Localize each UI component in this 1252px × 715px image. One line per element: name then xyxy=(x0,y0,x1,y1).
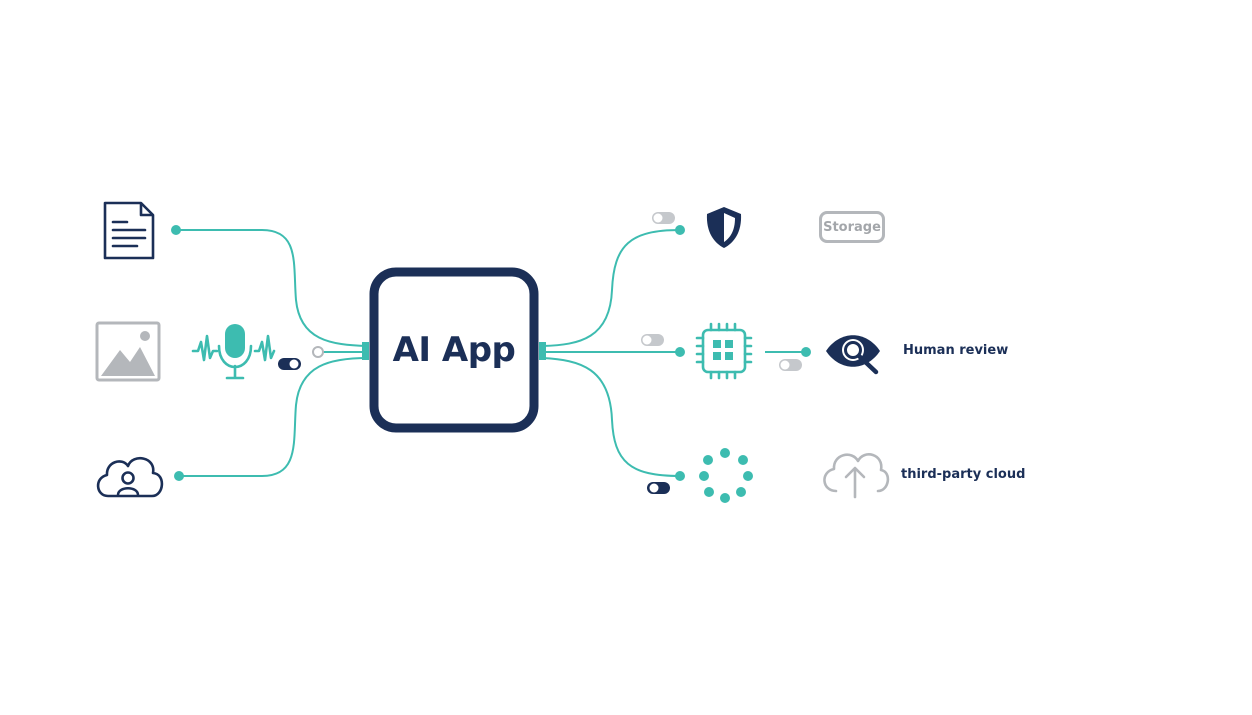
cloud-upload-icon xyxy=(823,453,890,499)
connector-user-cloud xyxy=(179,357,369,477)
endpoint-dot xyxy=(675,471,685,481)
connector-shield xyxy=(542,229,681,347)
endpoint-dot xyxy=(675,225,685,235)
endpoint-dot xyxy=(174,471,184,481)
microphone-icon xyxy=(191,324,276,380)
toggle-shield[interactable] xyxy=(652,212,675,224)
endpoint-dot-open xyxy=(312,346,324,358)
dots-circle-icon xyxy=(699,448,753,503)
connector-port-right xyxy=(539,342,546,360)
third-party-cloud-label: third-party cloud xyxy=(901,467,1026,482)
storage-badge: Storage xyxy=(819,211,885,243)
toggle-chip[interactable] xyxy=(641,334,664,346)
endpoint-dot xyxy=(801,347,811,357)
connector-document xyxy=(176,229,369,347)
connector-dots xyxy=(542,357,681,477)
toggle-eye[interactable] xyxy=(779,359,802,371)
image-icon xyxy=(95,321,161,382)
connector-lines xyxy=(176,229,806,477)
ai-app-box xyxy=(369,267,539,433)
toggle-dots[interactable] xyxy=(647,482,670,494)
chip-icon xyxy=(695,322,753,380)
human-review-label: Human review xyxy=(903,343,1009,358)
user-cloud-icon xyxy=(96,456,164,498)
document-icon xyxy=(103,201,155,260)
endpoint-dot xyxy=(675,347,685,357)
shield-icon xyxy=(706,207,742,248)
connector-port-left xyxy=(362,342,369,360)
eye-search-icon xyxy=(826,335,880,375)
endpoint-dot xyxy=(171,225,181,235)
toggle-audio[interactable] xyxy=(278,358,301,370)
ai-app-label: AI App xyxy=(392,330,516,370)
